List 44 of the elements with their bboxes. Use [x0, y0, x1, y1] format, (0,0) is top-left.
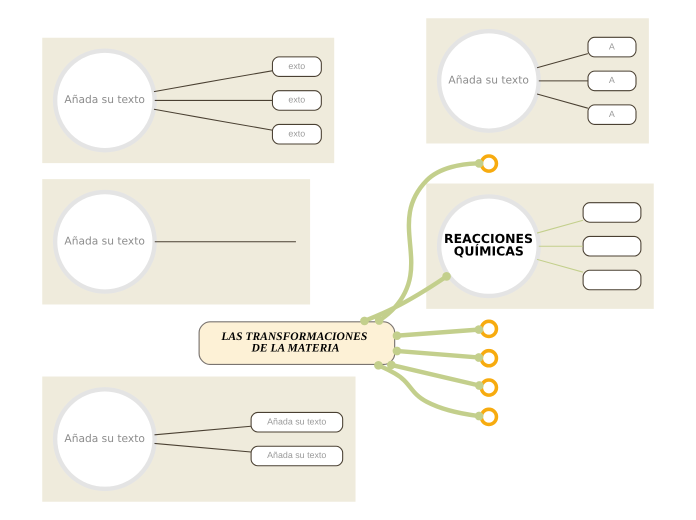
node-box: exto: [272, 90, 322, 111]
connector: [536, 53, 588, 68]
node-box: A: [587, 70, 637, 92]
node-box: Añada su texto: [250, 412, 344, 433]
cluster: [426, 18, 649, 144]
node-box: A: [587, 36, 637, 58]
connector: [154, 70, 272, 92]
connector: [154, 100, 272, 101]
node-box: LAS TRANSFORMACIONES DE LA MATERIA: [198, 321, 396, 366]
node-box: [582, 236, 642, 257]
node-box: [582, 202, 642, 223]
connector: [536, 220, 584, 234]
node-box: exto: [272, 56, 322, 77]
connector: [392, 346, 484, 362]
cluster: [426, 184, 654, 309]
cluster: [42, 179, 310, 304]
connector: [374, 360, 484, 420]
node-circle: Añada su texto: [52, 48, 157, 152]
connector: [538, 80, 588, 82]
node-box: Añada su texto: [250, 446, 344, 466]
connector: [154, 241, 296, 242]
connector: [538, 246, 583, 247]
connector: [392, 325, 484, 340]
node-circle: REACCIONES QUÍMICAS: [436, 194, 541, 298]
connector: [360, 272, 451, 326]
node-circle: [480, 320, 498, 338]
node-circle: Añada su texto: [436, 28, 541, 133]
node-circle: [480, 408, 498, 426]
node-circle: [480, 348, 498, 368]
node-circle: Añada su texto: [52, 190, 157, 294]
connector: [374, 159, 484, 325]
connector: [154, 108, 272, 131]
connector: [386, 360, 484, 390]
connector: [154, 426, 252, 436]
node-box: exto: [272, 124, 322, 145]
connector: [536, 94, 588, 109]
node-circle: [480, 378, 498, 397]
connector: [154, 442, 252, 453]
cluster: [42, 38, 334, 164]
connector: [536, 258, 584, 273]
node-box: [582, 270, 642, 290]
node-box: A: [587, 104, 637, 125]
node-circle: Añada su texto: [52, 387, 157, 492]
node-circle: [480, 154, 498, 173]
